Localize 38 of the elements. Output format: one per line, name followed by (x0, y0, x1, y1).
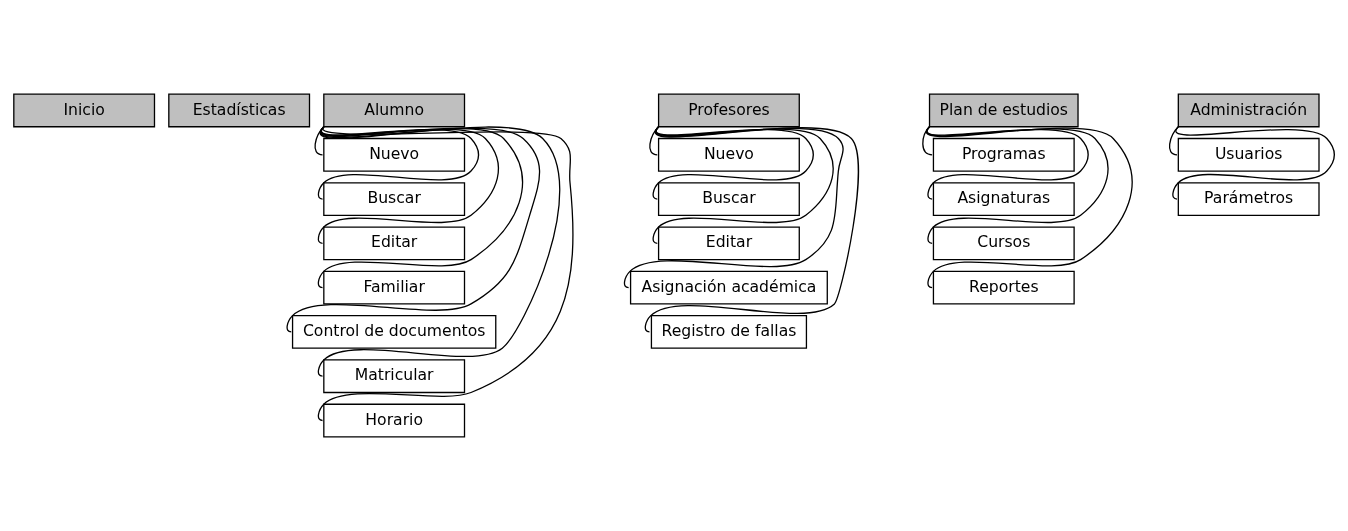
connector (652, 126, 834, 244)
node-box: Asignación académica (629, 270, 828, 305)
connector (286, 126, 541, 333)
node-box: Cursos (932, 226, 1075, 261)
node-box: Usuarios (1177, 137, 1320, 172)
node-box: Estadísticas (168, 93, 311, 128)
node-box: Matricular (323, 359, 466, 394)
connector (926, 126, 1089, 200)
node-box: Registro de fallas (650, 315, 808, 349)
node-box: Profesores (657, 93, 800, 128)
node-box: Horario (323, 403, 466, 438)
node-box: Nuevo (657, 137, 800, 172)
connector (649, 126, 660, 156)
node-box: Nuevo (323, 137, 466, 172)
node-box: Inicio (13, 93, 156, 128)
connector (1172, 126, 1335, 200)
node-box: Programas (932, 137, 1075, 172)
node-box: Familiar (323, 270, 466, 305)
connector (317, 126, 499, 244)
connector (922, 126, 933, 156)
connector (317, 126, 480, 200)
node-box: Parámetros (1177, 182, 1320, 216)
node-box: Reportes (932, 270, 1075, 305)
connector (317, 126, 561, 377)
connector (926, 126, 1109, 244)
node-box: Buscar (657, 182, 800, 216)
connector (652, 126, 814, 200)
node-box: Plan de estudios (928, 93, 1079, 128)
node-box: Alumno (323, 93, 466, 128)
node-box: Asignaturas (932, 182, 1075, 216)
connector (1168, 126, 1179, 156)
node-box: Editar (657, 226, 800, 261)
connector (317, 126, 574, 422)
node-box: Control de documentos (291, 315, 497, 349)
node-box: Administración (1177, 93, 1320, 128)
node-box: Editar (323, 226, 466, 261)
connector (317, 126, 524, 289)
node-box: Buscar (323, 182, 466, 216)
